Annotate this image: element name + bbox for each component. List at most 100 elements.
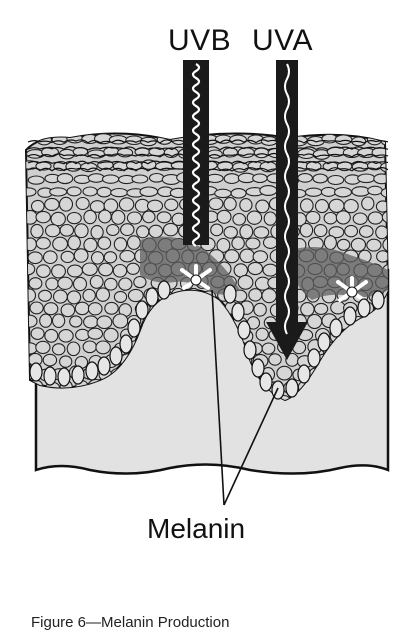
skin-cell (24, 238, 36, 251)
skin-cell (353, 213, 367, 224)
skin-cell (305, 188, 321, 196)
skin-cell (97, 316, 112, 329)
skin-cell (32, 200, 45, 212)
basal-cell (372, 291, 384, 309)
skin-cell (351, 238, 365, 251)
basal-cell (136, 301, 148, 319)
skin-cell (58, 277, 73, 289)
skin-cell (262, 289, 276, 303)
skin-cell (28, 176, 44, 184)
skin-cell (50, 188, 67, 196)
skin-cell (134, 277, 146, 288)
skin-cell (233, 214, 246, 226)
skin-cell (336, 211, 350, 224)
basal-cell (232, 303, 244, 321)
melanin-label: Melanin (147, 513, 245, 544)
basal-cell (128, 319, 140, 337)
basal-cell (238, 321, 250, 339)
skin-cell (224, 174, 239, 184)
skin-cell (61, 304, 75, 317)
skin-cell (31, 328, 44, 340)
skin-cell (150, 174, 164, 183)
skin-cell (67, 291, 80, 304)
skin-cell (352, 162, 368, 171)
skin-cell (211, 224, 223, 236)
skin-cell (75, 224, 88, 238)
basal-cell (120, 335, 132, 353)
skin-cell (335, 135, 352, 144)
skin-cell (113, 314, 128, 328)
skin-cell (321, 187, 335, 196)
skin-cell (104, 252, 116, 263)
skin-cell (23, 343, 38, 354)
skin-cell (246, 238, 260, 249)
basal-cell (330, 319, 342, 337)
skin-cell (76, 329, 90, 340)
skin-cell (74, 277, 87, 290)
basal-cell (224, 285, 236, 303)
skin-cell (148, 200, 163, 211)
skin-cell (315, 303, 328, 314)
skin-cell (256, 328, 268, 340)
basal-cell (344, 307, 356, 325)
skin-cell (376, 226, 388, 239)
skin-cell (70, 316, 82, 327)
skin-cell (53, 344, 65, 355)
skin-cell (43, 354, 56, 366)
skin-cell (316, 200, 329, 213)
skin-cell (96, 341, 110, 354)
skin-cell (113, 265, 126, 278)
skin-cell (103, 175, 119, 183)
skin-cell (256, 200, 269, 213)
skin-cell (36, 211, 50, 222)
skin-cell (314, 225, 327, 237)
skin-cell (31, 224, 43, 237)
skin-cell (98, 237, 111, 249)
basal-cell (318, 333, 330, 351)
skin-cell (75, 302, 89, 314)
skin-cell (360, 226, 374, 238)
skin-cell (40, 314, 52, 327)
skin-cell (29, 278, 42, 289)
skin-cell (240, 225, 253, 239)
skin-cell (112, 211, 125, 225)
skin-cell (143, 211, 155, 223)
skin-cell (132, 175, 148, 183)
basal-cell (146, 288, 158, 306)
skin-cell (61, 251, 74, 262)
skin-cell (82, 263, 97, 275)
skin-cell (164, 223, 178, 235)
skin-cell (301, 303, 314, 316)
skin-cell (66, 162, 81, 171)
skin-cell (233, 162, 249, 172)
skin-cell (88, 174, 104, 183)
melanocyte-body (191, 275, 201, 285)
skin-cell (51, 212, 65, 225)
skin-cell (253, 251, 267, 263)
basal-cell (58, 368, 70, 386)
skin-cell (60, 197, 73, 211)
skin-cell (300, 223, 312, 237)
skin-cell (335, 188, 352, 197)
basal-cell (44, 367, 56, 385)
skin-cell (46, 225, 60, 237)
skin-cell (165, 199, 178, 210)
skin-cell (301, 199, 314, 212)
basal-cell (260, 373, 272, 391)
skin-cell (44, 303, 58, 315)
skin-cell (238, 148, 254, 158)
skin-cell (381, 188, 397, 198)
skin-cell (96, 288, 109, 301)
skin-cell (44, 251, 58, 264)
skin-cell (59, 330, 73, 342)
skin-cell (277, 366, 292, 380)
uvb-label: UVB (168, 24, 231, 57)
skin-cell (383, 238, 398, 252)
skin-cell (308, 315, 322, 329)
skin-cell (68, 236, 80, 250)
skin-cell (97, 187, 111, 197)
skin-cell (81, 163, 97, 172)
skin-cell (119, 198, 133, 211)
skin-cell (67, 213, 81, 224)
